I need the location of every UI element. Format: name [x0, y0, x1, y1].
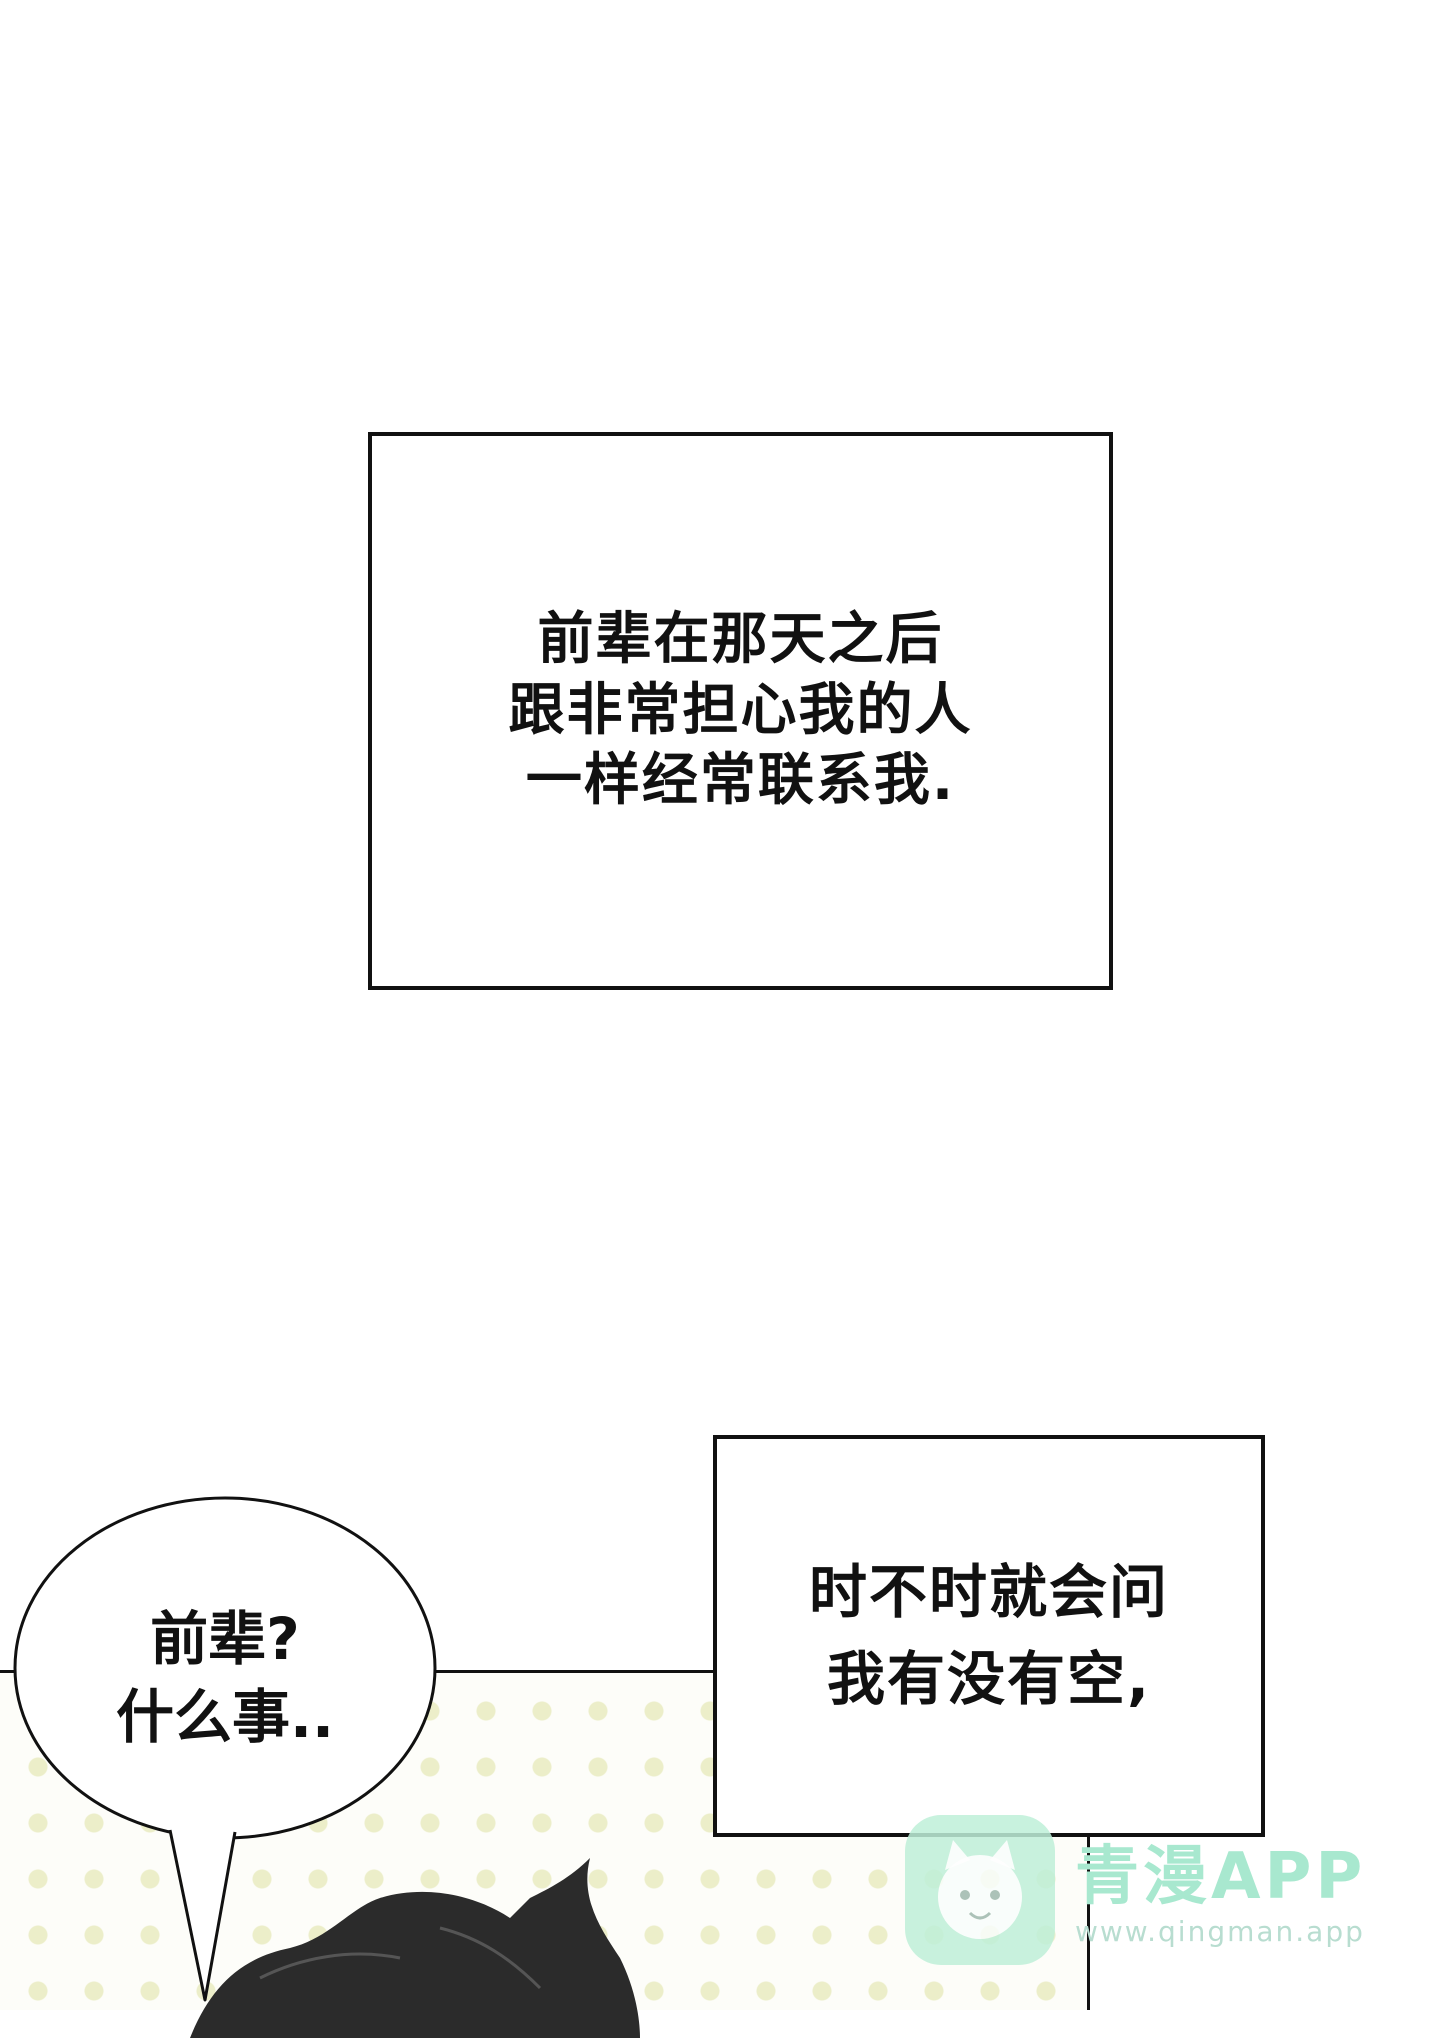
watermark-url: www.qingman.app: [1075, 1915, 1365, 1948]
caption-box-first: 前辈在那天之后 跟非常担心我的人 一样经常联系我.: [368, 432, 1113, 990]
speech-bubble: [13, 1496, 437, 2002]
caption-text-second: 时不时就会问 我有没有空,: [808, 1558, 1169, 1713]
speech-bubble-text: 前辈? 什么事..: [115, 1605, 335, 1752]
cat-face-icon: [905, 1815, 1055, 1965]
character-hair: [190, 1858, 640, 2038]
watermark: 青漫APP www.qingman.app: [905, 1815, 1425, 1995]
caption-text-first: 前辈在那天之后 跟非常担心我的人 一样经常联系我.: [508, 607, 973, 814]
caption-box-second: 时不时就会问 我有没有空,: [713, 1435, 1265, 1837]
watermark-title: 青漫APP: [1075, 1840, 1367, 1914]
